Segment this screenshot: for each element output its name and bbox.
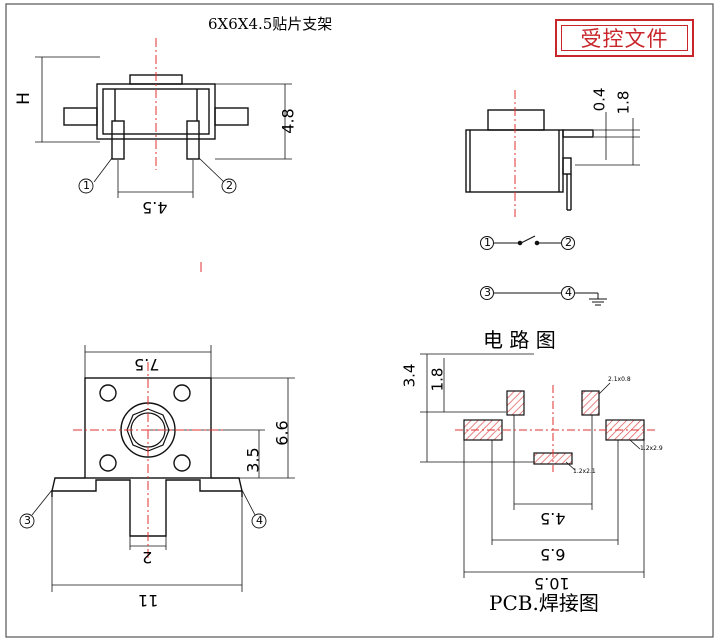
dim-0-4-label: 0.4: [590, 87, 609, 112]
pcb-pad: [581, 390, 600, 416]
circuit-pin-2-label: 2: [565, 236, 572, 249]
pin-4-marker: [251, 513, 267, 529]
pcb-footprint: [463, 390, 645, 465]
pcb-dim-1-8: 1.8: [428, 367, 447, 392]
half-height-label: 3.5: [243, 447, 263, 473]
controlled-document-stamp: 受控文件: [555, 19, 694, 57]
pin-3-label: 3: [24, 514, 31, 527]
pcb-dim-3-4: 3.4: [400, 363, 419, 388]
circuit-pin-3: [480, 286, 494, 300]
pin-2-label: 2: [226, 179, 233, 192]
overall-width-label: 11: [138, 591, 159, 610]
right-side-view: [465, 109, 640, 211]
width-dimension-label: 7.5: [134, 355, 160, 374]
h-dimension-label: H: [13, 92, 34, 105]
height-dimension-label: 4.8: [278, 108, 298, 134]
pin-1-marker: [78, 178, 94, 194]
body-height-label: 6.6: [272, 420, 292, 446]
circuit-caption: 电 路 图: [483, 328, 556, 352]
pcb-small-label-a: 2.1x0.8: [608, 376, 631, 383]
circuit-pin-1: [480, 236, 494, 250]
pcb-dimensions: [420, 353, 645, 578]
circuit-pin-4-label: 4: [565, 286, 572, 299]
circuit-pin-4: [561, 286, 575, 300]
drawing-title: 6X6X4.5贴片支架: [208, 15, 333, 33]
pcb-pitch-6-5: 6.5: [540, 545, 566, 564]
pin-pitch-label: 4.5: [142, 198, 168, 217]
pcb-small-label-c: 1.2x2.1: [573, 468, 596, 475]
dim-1-8-label: 1.8: [614, 90, 633, 115]
side-view: [35, 56, 292, 198]
pcb-pitch-4-5: 4.5: [540, 509, 566, 528]
circuit-pin-1-label: 1: [484, 236, 491, 249]
pcb-caption: PCB.焊接图: [489, 591, 599, 615]
pin-1-label: 1: [83, 179, 90, 192]
pin-3-marker: [19, 513, 35, 529]
circuit-diagram: [480, 235, 607, 306]
tab-width-label: 2: [142, 548, 153, 567]
pin-4-label: 4: [256, 514, 263, 527]
drawing-border: [5, 3, 714, 638]
pcb-overall-10-5: 10.5: [534, 574, 570, 593]
pcb-pad: [506, 390, 525, 416]
pcb-small-label-b: 1.2x2.9: [640, 445, 663, 452]
pin-2-marker: [221, 178, 237, 194]
stamp-text: 受控文件: [561, 25, 688, 51]
circuit-pin-3-label: 3: [484, 286, 491, 299]
circuit-pin-2: [561, 236, 575, 250]
